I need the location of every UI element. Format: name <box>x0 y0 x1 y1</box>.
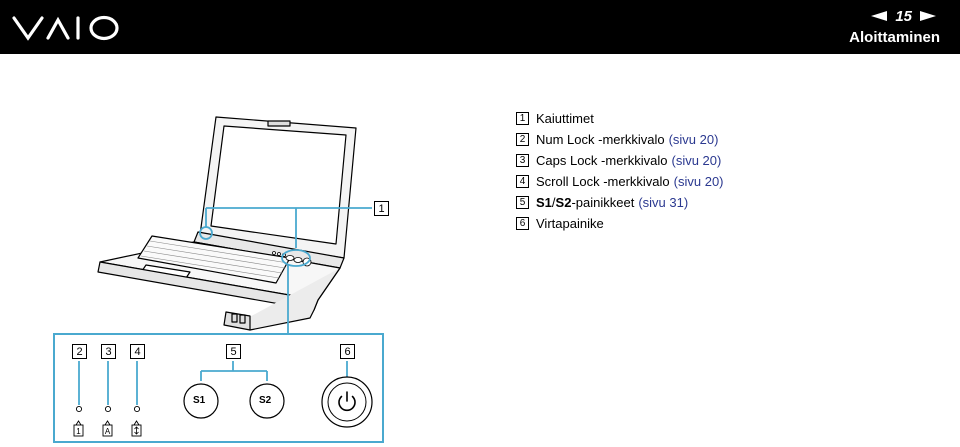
s1-button-shape <box>183 383 219 419</box>
power-icon <box>338 391 356 412</box>
legend-text: Num Lock -merkkivalo <box>536 132 665 147</box>
previous-page-icon[interactable] <box>869 10 889 22</box>
legend-s2-label: S2 <box>555 195 572 210</box>
indicator-detail-box: 2 3 4 5 6 1 A S1 <box>53 333 384 443</box>
svg-text:1: 1 <box>76 427 81 436</box>
laptop-illustration <box>97 116 372 333</box>
svg-text:A: A <box>105 427 111 436</box>
callout-5: 5 <box>226 344 241 359</box>
legend-number: 4 <box>516 175 529 188</box>
legend-text: Scroll Lock -merkkivalo <box>536 174 670 189</box>
callout-2: 2 <box>72 344 87 359</box>
detail-graphics <box>78 361 348 405</box>
legend-number: 3 <box>516 154 529 167</box>
page-number: 15 <box>895 7 912 25</box>
page-reference-link[interactable]: (sivu 20) <box>671 153 722 168</box>
caps-lock-indicator-icon: A <box>102 405 113 437</box>
legend-text: Caps Lock -merkkivalo <box>536 153 668 168</box>
num-lock-indicator-icon: 1 <box>73 405 84 437</box>
callout-3: 3 <box>101 344 116 359</box>
legend-item: 5 S1/S2-painikkeet (sivu 31) <box>516 192 916 213</box>
legend-number: 1 <box>516 112 529 125</box>
callout-6: 6 <box>340 344 355 359</box>
callout-1: 1 <box>374 201 389 216</box>
legend-item: 3 Caps Lock -merkkivalo (sivu 20) <box>516 150 916 171</box>
legend-number: 6 <box>516 217 529 230</box>
page-reference-link[interactable]: (sivu 20) <box>668 132 719 147</box>
page-reference-link[interactable]: (sivu 20) <box>673 174 724 189</box>
power-button[interactable] <box>320 375 374 429</box>
legend-number: 5 <box>516 196 529 209</box>
legend-s1-label: S1 <box>536 195 552 210</box>
s1-button[interactable]: S1 <box>193 395 206 406</box>
legend-list: 1 Kaiuttimet 2 Num Lock -merkkivalo (siv… <box>516 108 916 234</box>
legend-item: 2 Num Lock -merkkivalo (sivu 20) <box>516 129 916 150</box>
page-navigation: 15 <box>869 6 938 26</box>
legend-item: 1 Kaiuttimet <box>516 108 916 129</box>
callout-4: 4 <box>130 344 145 359</box>
page-reference-link[interactable]: (sivu 31) <box>638 195 689 210</box>
s2-button-shape <box>249 383 285 419</box>
legend-number: 2 <box>516 133 529 146</box>
s2-button[interactable]: S2 <box>259 395 272 406</box>
vaio-logo <box>12 15 119 41</box>
next-page-icon[interactable] <box>918 10 938 22</box>
legend-text: Virtapainike <box>536 216 604 231</box>
legend-text: Kaiuttimet <box>536 111 594 126</box>
legend-item: 6 Virtapainike <box>516 213 916 234</box>
legend-separator: / <box>551 195 556 210</box>
section-title: Aloittaminen <box>849 29 940 46</box>
legend-item: 4 Scroll Lock -merkkivalo (sivu 20) <box>516 171 916 192</box>
scroll-lock-indicator-icon <box>131 405 142 437</box>
header-bar: 15 Aloittaminen <box>0 0 960 54</box>
legend-text: -painikkeet <box>571 195 635 210</box>
